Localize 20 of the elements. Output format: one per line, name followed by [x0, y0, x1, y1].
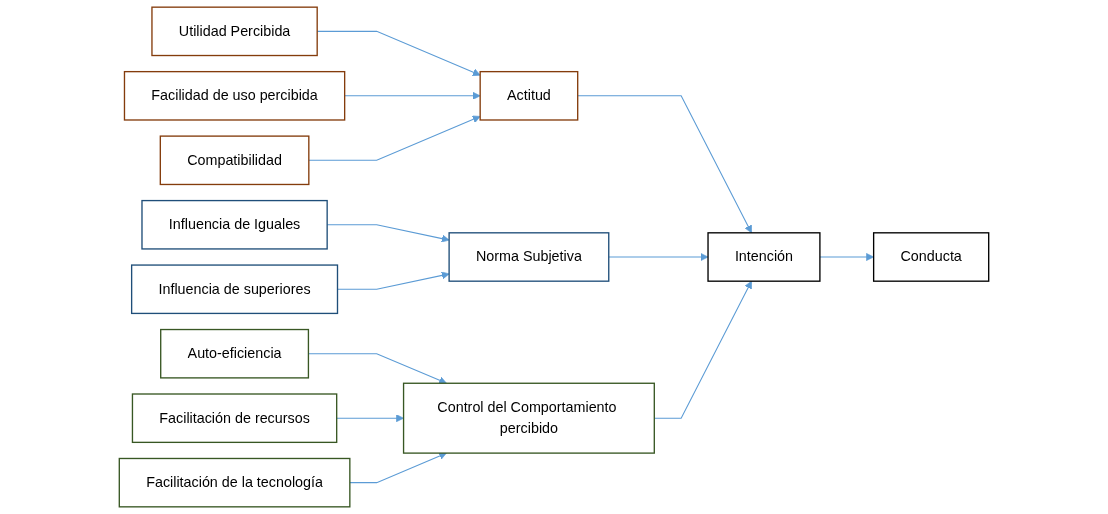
- arrow: [608, 253, 709, 261]
- node-box: Auto-eficiencia: [160, 328, 310, 379]
- node-box: Control del Comportamiento percibido: [402, 382, 655, 454]
- node-box: Utilidad Percibida: [151, 6, 318, 57]
- arrow: [577, 95, 752, 234]
- arrow: [344, 91, 481, 100]
- node-box: Compatibilidad: [159, 135, 310, 186]
- node-box: Influencia de superiores: [130, 264, 339, 315]
- node-box: Facilidad de uso percibida: [123, 70, 346, 121]
- arrow: [349, 452, 447, 484]
- node-box: Influencia de Iguales: [141, 199, 328, 250]
- arrow: [308, 115, 481, 161]
- node-box: Conducta: [872, 232, 990, 282]
- node-box: Facilitación de la tecnología: [118, 457, 351, 508]
- node-box: Intención: [707, 232, 821, 282]
- arrow: [819, 253, 874, 261]
- node-box: Facilitación de recursos: [131, 393, 338, 444]
- arrow: [336, 414, 404, 423]
- node-box: Norma Subjetiva: [448, 232, 610, 282]
- node-box: Actitud: [479, 70, 579, 121]
